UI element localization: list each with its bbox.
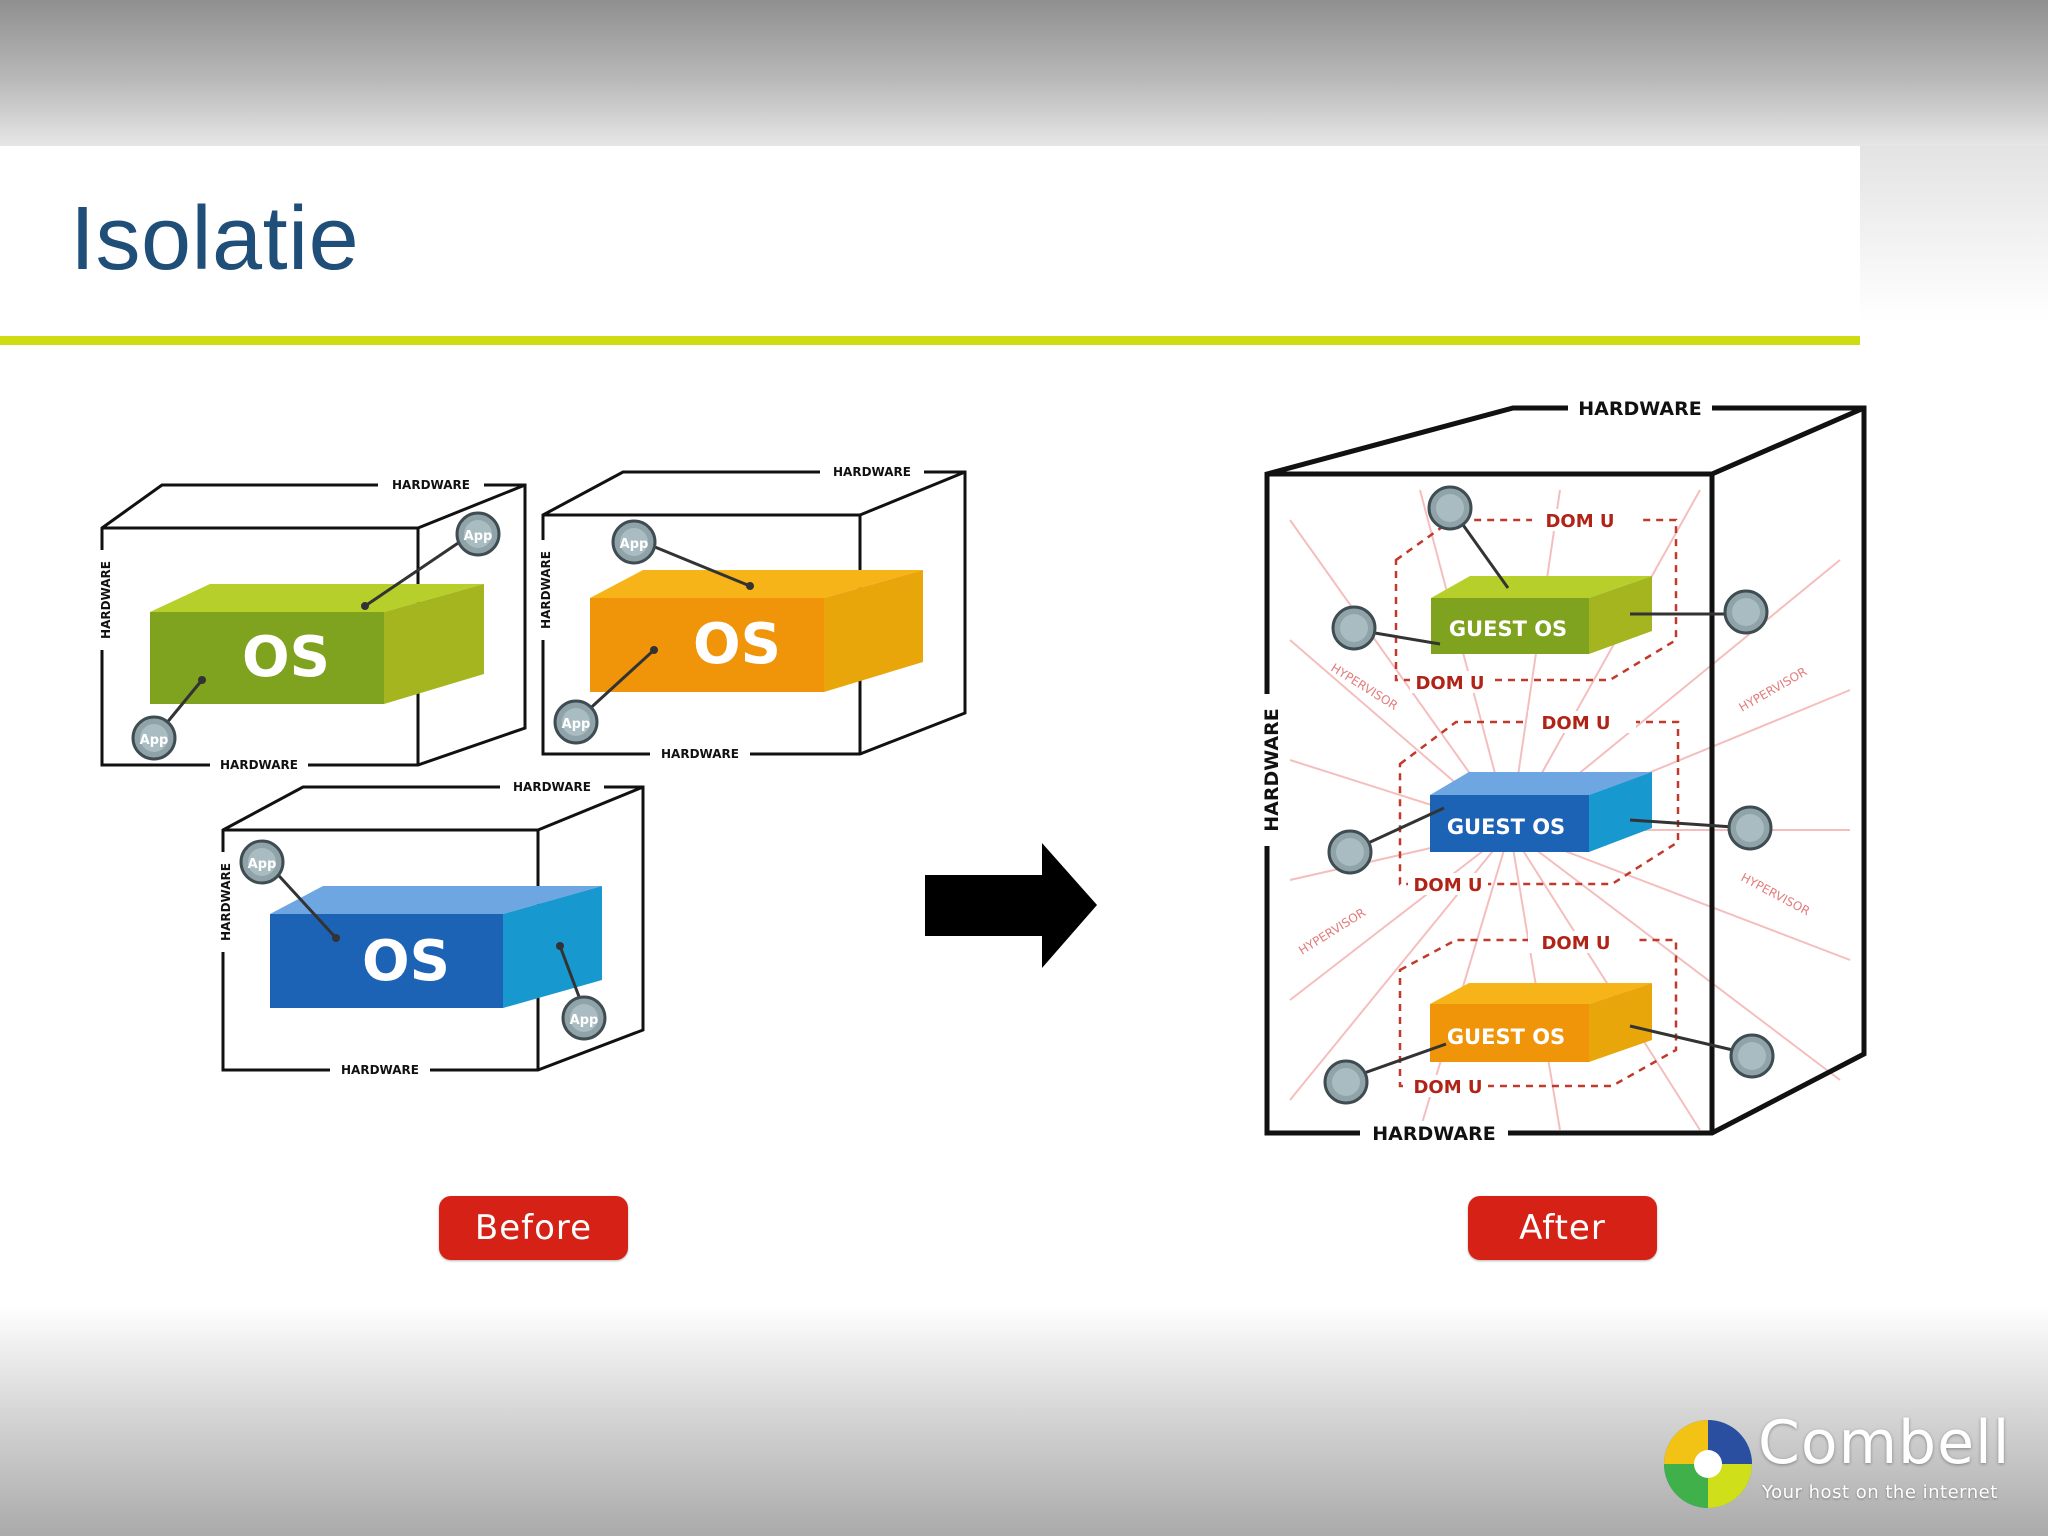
dom-u-blue: DOM U DOM U GUEST OS xyxy=(1327,711,1773,896)
app-label: App xyxy=(570,1013,599,1028)
dom-u-label: DOM U xyxy=(1413,1077,1482,1098)
hardware-label: HARDWARE xyxy=(219,863,233,941)
brand-name: Combell xyxy=(1758,1408,2011,1478)
guest-os-label: GUEST OS xyxy=(1447,1025,1565,1049)
dom-u-label: DOM U xyxy=(1415,673,1484,694)
hardware-label: HARDWARE xyxy=(392,478,470,492)
hardware-label: HARDWARE xyxy=(1261,708,1283,831)
dom-u-orange: DOM U DOM U GUEST OS xyxy=(1323,931,1775,1105)
dom-u-label: DOM U xyxy=(1545,511,1614,532)
app-label: App xyxy=(562,717,591,732)
slide-title: Isolatie xyxy=(70,189,360,289)
hypervisor-label: HYPERVISOR xyxy=(1296,905,1368,957)
hardware-label: HARDWARE xyxy=(1372,1123,1495,1145)
before-box-blue: OS App App HARDWARE HARDWARE HARDWARE xyxy=(218,780,645,1077)
combell-globe-icon xyxy=(1664,1420,1752,1508)
before-box-green: OS App App HARDWARE HARDWARE HARDWARE xyxy=(98,478,527,772)
hardware-label: HARDWARE xyxy=(513,780,591,794)
os-label: OS xyxy=(693,612,781,677)
hardware-label: HARDWARE xyxy=(99,561,113,639)
guest-os-label: GUEST OS xyxy=(1447,815,1565,839)
combell-logo: Combell Your host on the internet xyxy=(1660,1408,2009,1518)
after-pill: After xyxy=(1468,1196,1657,1260)
dom-u-green: DOM U DOM U GUEST OS xyxy=(1331,485,1769,694)
hardware-label: HARDWARE xyxy=(539,551,553,629)
title-area xyxy=(0,146,1860,336)
app-label: App xyxy=(248,857,277,872)
before-box-orange: OS App App HARDWARE HARDWARE HARDWARE xyxy=(538,465,967,761)
hardware-label: HARDWARE xyxy=(341,1063,419,1077)
hypervisor-label: HYPERVISOR xyxy=(1737,664,1810,714)
guest-os-label: GUEST OS xyxy=(1449,617,1567,641)
dom-u-label: DOM U xyxy=(1413,875,1482,896)
app-label: App xyxy=(620,537,649,552)
hardware-label: HARDWARE xyxy=(833,465,911,479)
hypervisor-label: HYPERVISOR xyxy=(1739,870,1813,918)
before-pill: Before xyxy=(439,1196,628,1260)
top-gradient-band xyxy=(0,0,2048,146)
title-accent-rule xyxy=(0,336,1860,345)
hardware-label: HARDWARE xyxy=(220,758,298,772)
os-label: OS xyxy=(242,625,330,690)
dom-u-label: DOM U xyxy=(1541,933,1610,954)
transition-arrow xyxy=(925,843,1097,968)
hardware-label: HARDWARE xyxy=(1578,398,1701,420)
dom-u-label: DOM U xyxy=(1541,713,1610,734)
os-label: OS xyxy=(362,929,450,994)
after-hypervisor-box: HYPERVISOR HYPERVISOR HYPERVISOR HYPERVI… xyxy=(1259,397,1867,1145)
app-label: App xyxy=(140,733,169,748)
app-label: App xyxy=(464,529,493,544)
right-gradient-band xyxy=(1860,146,2048,321)
brand-tagline: Your host on the internet xyxy=(1762,1482,1998,1503)
hardware-label: HARDWARE xyxy=(661,747,739,761)
